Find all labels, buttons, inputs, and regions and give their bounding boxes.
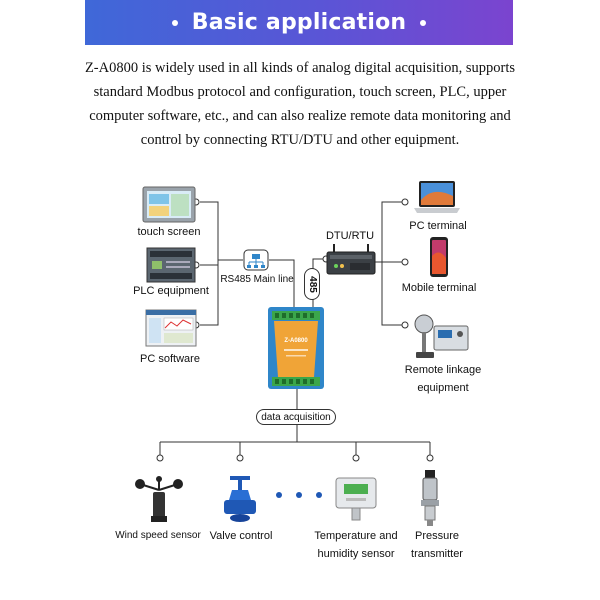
pc-software-icon xyxy=(145,309,197,347)
z-a0800-module: Z-A0800 xyxy=(268,307,324,389)
rs485-hub-icon xyxy=(243,249,269,271)
bullet-dot-right xyxy=(420,19,427,26)
data-acquisition-badge: data acquisition xyxy=(256,409,336,425)
remote-linkage-equipment-icon xyxy=(414,314,469,358)
touch-screen-label: touch screen xyxy=(137,226,201,238)
wind-speed-sensor-label: Wind speed sensor xyxy=(115,530,201,541)
pc-software-label: PC software xyxy=(140,353,200,365)
anemometer-icon xyxy=(135,476,183,522)
pressure-transmitter-icon xyxy=(421,470,439,526)
remote-linkage-label-line1: Remote linkage xyxy=(404,364,482,376)
plc-label: PLC equipment xyxy=(133,285,209,297)
laptop-icon xyxy=(414,181,460,213)
dtu-rtu-label: DTU/RTU xyxy=(325,230,375,242)
temperature-humidity-label-line2: humidity sensor xyxy=(317,548,395,560)
pc-terminal-label: PC terminal xyxy=(409,220,467,232)
intro-paragraph: Z-A0800 is widely used in all kinds of a… xyxy=(84,60,516,148)
header-banner: Basic application xyxy=(85,0,513,45)
bullet-dot-left xyxy=(171,19,178,26)
more-sensors-ellipsis-icon xyxy=(276,492,322,498)
remote-linkage-label-line2: equipment xyxy=(417,382,469,394)
temperature-humidity-sensor-icon xyxy=(335,477,377,521)
mobile-terminal-label: Mobile terminal xyxy=(401,282,477,294)
svg-text:Z-A0800: Z-A0800 xyxy=(284,338,308,344)
valve-icon xyxy=(224,476,256,522)
mobile-phone-icon xyxy=(430,237,448,277)
rs485-tag: 485 xyxy=(304,268,320,300)
data-acquisition-label: data acquisition xyxy=(261,411,331,423)
page-title: Basic application xyxy=(191,10,407,35)
touch-screen-icon xyxy=(142,186,196,223)
plc-icon xyxy=(146,247,196,283)
temperature-humidity-label-line1: Temperature and xyxy=(314,530,398,542)
valve-control-label: Valve control xyxy=(209,530,273,542)
rs485-tag-text: 485 xyxy=(306,275,318,293)
pressure-transmitter-label-line2: transmitter xyxy=(411,548,463,560)
dtu-rtu-icon xyxy=(326,244,376,275)
rs485-main-line-label: RS485 Main line xyxy=(220,274,294,285)
pressure-transmitter-label-line1: Pressure xyxy=(414,530,460,542)
